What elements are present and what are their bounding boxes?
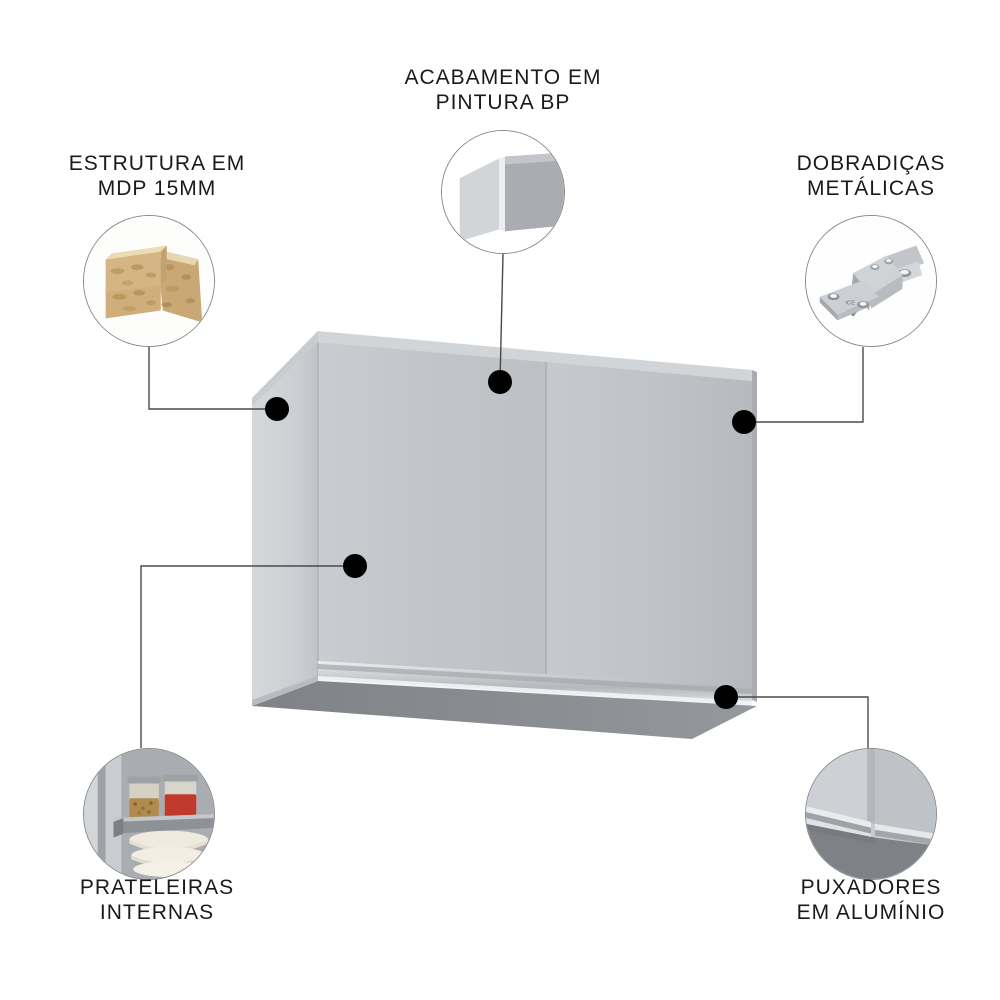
cabinet-side-panel (252, 331, 318, 706)
callout-label-estrutura: ESTRUTURA EM MDP 15MM (68, 152, 246, 200)
callout-label-acabamento: ACABAMENTO EM PINTURA BP (404, 66, 602, 114)
callout-label-puxadores: PUXADORES EM ALUMÍNIO (796, 876, 946, 924)
cabinet-door-right (545, 362, 752, 700)
cabinet-right-edge (752, 370, 757, 702)
aluminium-handle-strip (318, 661, 752, 706)
callout-label-dobradicas: DOBRADIÇAS METÁLICAS (796, 152, 946, 200)
svg-text:ICE: ICE (845, 301, 855, 307)
painted-edge-icon (441, 130, 565, 254)
metal-hinge-icon: ICE (805, 215, 937, 347)
cabinet-door-left (317, 342, 545, 686)
mdp-board-icon (83, 215, 215, 347)
callout-label-prateleiras: PRATELEIRAS INTERNAS (79, 876, 235, 924)
aluminium-handle-icon (805, 748, 937, 880)
interior-shelf-icon (83, 748, 215, 880)
